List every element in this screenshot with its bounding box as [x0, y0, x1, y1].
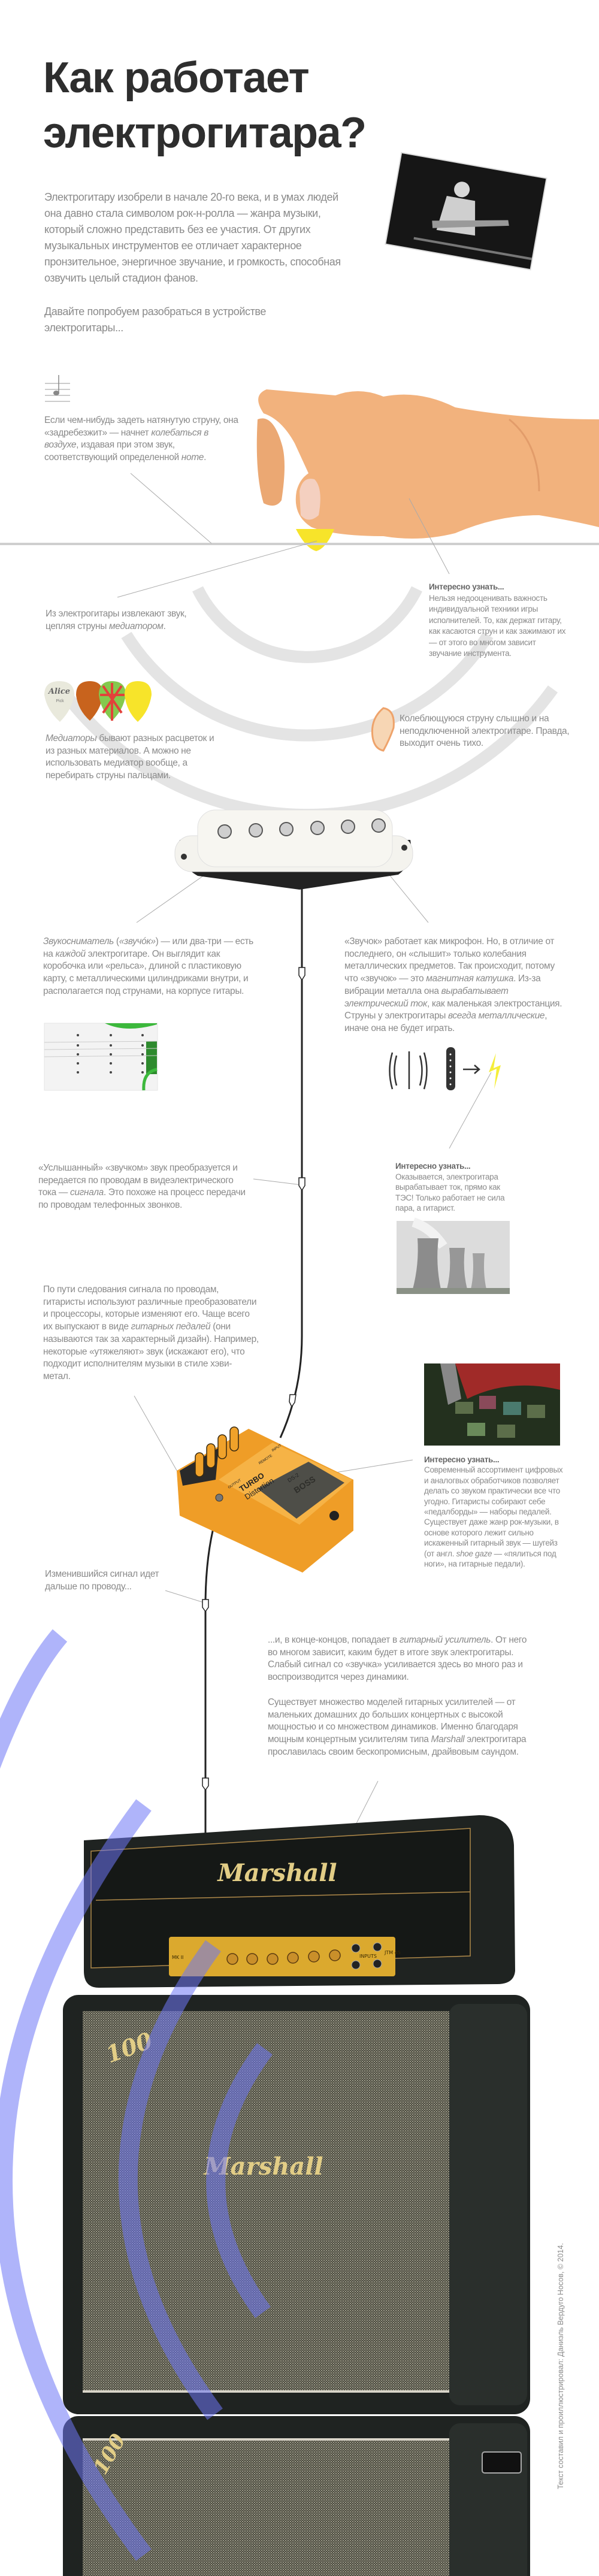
text-segment: , издавая при этом звук, соответствующий…: [44, 440, 181, 463]
text-emphasis: колебаться в воздухе: [44, 427, 208, 451]
music-staff-icon: [45, 375, 70, 402]
ear-text: Колеблющуюся струну слышно и на неподклю…: [400, 713, 570, 749]
text-emphasis: Медиаторы: [46, 733, 97, 743]
text-segment: .: [163, 621, 166, 631]
ear-icon: [371, 707, 395, 752]
fact-box-body: Нельзя недооценивать важность индивидуал…: [429, 593, 566, 658]
author-credit: Текст составил и проиллюстрировал: Даниэ…: [556, 2243, 565, 2489]
text-segment: «Услышанный» «звучком» звук преобразуетс…: [38, 1163, 238, 1198]
amp-model-label: JTM 45: [384, 1950, 401, 1955]
pickup-principle: «Звучок» работает как микрофон. Но, в от…: [344, 936, 563, 1035]
cable-arrows: [202, 967, 305, 1791]
text-segment: ) — или два-три — есть на: [43, 936, 253, 959]
fact-box-technique: Интересно узнать... Нельзя недооценивать …: [429, 582, 570, 660]
amp-head-image: Marshall INPUTS JTM 45 MK II: [84, 1815, 515, 1988]
speaker-cabinet-top: 100 Marshall: [63, 1995, 530, 2414]
guitar-string: [0, 543, 599, 545]
string-text: Если чем-нибудь задеть натянутую струну,…: [44, 415, 239, 464]
text-segment: «Звучок» работает как микрофон. Но, в от…: [344, 936, 555, 984]
text-segment: . Это похоже на процесс передачи по пров…: [38, 1187, 246, 1211]
fact-box-pedalboards: Интересно узнать...Современный ассортиме…: [424, 1455, 568, 1569]
text-emphasis: вырабатывает электрический ток: [344, 985, 509, 1009]
fact-box-title: Интересно узнать...: [424, 1455, 500, 1464]
power-plant-photo: [397, 1217, 510, 1294]
text-segment: (они называются так за характерный дизай…: [43, 1322, 259, 1381]
picks-image: Alice Pick: [44, 681, 152, 722]
pickup-image: [174, 809, 413, 890]
guitar-body-photo: [44, 1023, 158, 1091]
text-segment: электрогитаре. Он выглядит как коробочка…: [43, 948, 249, 996]
fact-box-title: Интересно узнать...: [429, 582, 504, 591]
signal-continues-text: Изменившийся сигнал идет дальше по прово…: [45, 1569, 159, 1592]
text-segment: электрогитара прославилась своим бескопр…: [268, 1734, 527, 1757]
fact-box-power-plant: Интересно узнать...Оказывается, электрог…: [395, 1161, 515, 1214]
text-segment: . От него во многом зависит, каким будет…: [268, 1635, 527, 1683]
intro-paragraph-2: Давайте попробуем разобраться в устройст…: [44, 306, 266, 334]
text-segment: . Из-за вибрации металла она: [344, 973, 541, 996]
pick-text: Из электрогитары извлекают звук, цепляя …: [46, 608, 207, 633]
text-emphasis: каждой: [55, 948, 86, 959]
signal-text: «Услышанный» «звучком» звук преобразуетс…: [38, 1162, 248, 1212]
text-emphasis: медиатором: [109, 621, 164, 631]
title-line-2: электрогитара?: [43, 109, 367, 157]
text-segment: Существует множество моделей гитарных ус…: [268, 1697, 518, 1745]
induction-diagram-icon: [389, 1047, 501, 1090]
pedals-text: По пути следования сигнала по проводам, …: [43, 1284, 259, 1383]
text-segment: (: [113, 936, 119, 947]
cabinet-handle: [482, 2451, 522, 2474]
text-segment: .: [204, 452, 207, 463]
intro-paragraph: Электрогитару изобрели в начале 20-го ве…: [44, 191, 341, 284]
pickup-description: Звукосниматель («звучóк») — или два-три …: [43, 936, 262, 998]
text-segment: , иначе она не будет играть.: [344, 1011, 547, 1033]
text-segment: , как маленькая электростанция. Струны у…: [344, 998, 562, 1021]
pick-brand-logo: Alice: [47, 687, 70, 696]
text-emphasis: shoe gaze: [456, 1549, 492, 1558]
text-emphasis: всегда металлические: [447, 1011, 545, 1021]
distortion-pedal-image: TURBO Distortion DS-2 BOSS OUTPUT REMOTE…: [177, 1426, 353, 1573]
fact-box-title: Интересно узнать...: [395, 1162, 471, 1171]
title-line-1: Как работает: [43, 54, 310, 102]
text-emphasis: гитарных педалей: [131, 1322, 211, 1332]
amp-text: ...и, в конце-концов, попадает в гитарны…: [268, 1634, 531, 1684]
text-emphasis: Звукосниматель: [43, 936, 114, 947]
pick-label: Pick: [56, 699, 64, 703]
amp-text-2: Существует множество моделей гитарных ус…: [268, 1697, 531, 1759]
fact-box-body: — «пялиться под ноги», на гитарные педал…: [424, 1549, 556, 1569]
fact-box-body: Современный ассортимент цифровых и анало…: [424, 1465, 563, 1558]
text-emphasis: ноте: [181, 452, 204, 463]
amp-inputs-label: INPUTS: [359, 1954, 377, 1959]
text-emphasis: «звучóк»: [119, 936, 156, 947]
text-segment: По пути следования сигнала по проводам, …: [43, 1284, 257, 1332]
text-segment: Из электрогитары извлекают звук, цепляя …: [46, 609, 187, 631]
page-title: Как работает электрогитара?: [43, 50, 367, 161]
text-segment: бывают разных расцветок и из разных мате…: [46, 733, 214, 781]
sound-wave-arcs: [0, 1629, 273, 2561]
hand-image: [256, 389, 599, 539]
text-segment: ...и, в конце-концов, попадает в: [268, 1635, 400, 1645]
text-emphasis: гитарный усилитель: [399, 1635, 491, 1645]
text-segment: Если чем-нибудь задеть натянутую струну,…: [44, 415, 238, 438]
text-emphasis: сигнала: [69, 1187, 104, 1198]
fact-box-body: Оказывается, электрогитара вырабатывает …: [395, 1172, 505, 1213]
mediators-text: Медиаторы бывают разных расцветок и из р…: [46, 733, 219, 782]
amp-mk-label: MK II: [172, 1955, 183, 1960]
pedalboard-photo: [424, 1363, 560, 1446]
text-emphasis: магнитная катушка: [426, 973, 514, 984]
guitarist-photo: [385, 152, 547, 271]
guitar-pick: [296, 529, 334, 551]
amp-brand-logo: Marshall: [216, 1859, 337, 1887]
text-emphasis: Marshall: [431, 1734, 465, 1745]
